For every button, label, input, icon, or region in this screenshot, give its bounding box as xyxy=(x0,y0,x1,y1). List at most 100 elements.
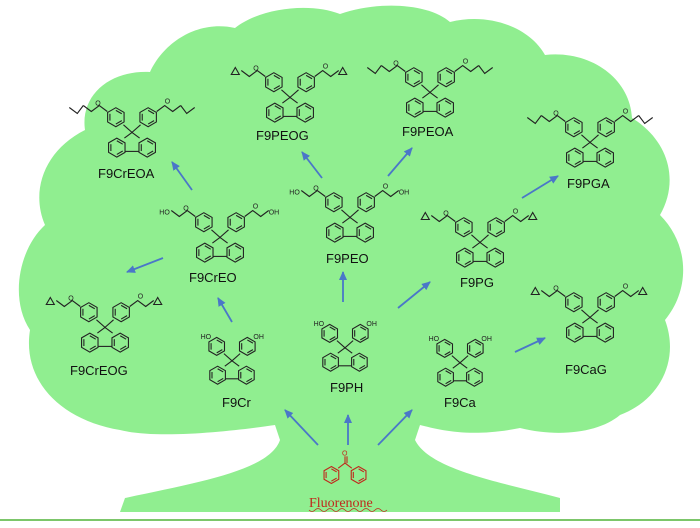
double-bond xyxy=(331,468,337,473)
atom-label: HO xyxy=(159,210,170,217)
atom-label: O xyxy=(95,101,101,108)
atom-label: O xyxy=(463,59,469,66)
bond-line xyxy=(104,319,114,328)
benzene-ring xyxy=(107,107,125,128)
double-bond xyxy=(605,130,613,135)
double-bond xyxy=(147,120,155,125)
double-bond xyxy=(574,160,581,165)
double-bond xyxy=(475,341,482,346)
bond-line xyxy=(123,124,133,133)
chain xyxy=(430,214,456,223)
chain xyxy=(454,64,480,73)
double-bond xyxy=(359,355,366,360)
label-f9peo: F9PEO xyxy=(326,251,369,266)
bond-line xyxy=(281,89,291,98)
atom-label: O xyxy=(393,61,399,68)
double-bond xyxy=(360,326,367,331)
benzene-ring xyxy=(466,338,484,359)
double-bond xyxy=(120,304,128,310)
bond-line xyxy=(429,84,439,93)
benzene-ring xyxy=(350,465,367,485)
bond-line xyxy=(582,316,591,324)
bond-line xyxy=(131,131,140,139)
benzene-ring xyxy=(195,212,213,233)
double-bond xyxy=(464,260,471,265)
bond-line xyxy=(589,316,598,324)
chain xyxy=(300,189,326,198)
benzene-ring xyxy=(108,137,126,158)
atom-label: O xyxy=(68,296,74,303)
double-bond xyxy=(464,250,471,255)
chain xyxy=(170,209,196,218)
chain xyxy=(366,65,382,75)
double-bond xyxy=(605,119,613,125)
double-bond xyxy=(444,110,452,115)
benzene-ring xyxy=(296,102,314,123)
label-f9creo: F9CrEO xyxy=(189,270,237,285)
double-bond xyxy=(147,109,155,115)
arrow-f9creo-to-f9creog xyxy=(126,257,164,273)
bond-line xyxy=(451,355,461,364)
double-bond xyxy=(247,349,254,354)
bond-line xyxy=(589,309,599,318)
double-bond xyxy=(329,326,336,331)
double-bond xyxy=(604,150,612,155)
double-bond xyxy=(445,379,452,385)
benzene-ring xyxy=(356,222,374,243)
chain xyxy=(638,115,654,125)
double-bond xyxy=(365,194,373,200)
benzene-ring xyxy=(455,217,473,238)
double-bond xyxy=(217,368,224,373)
chain xyxy=(156,104,182,113)
bond-line xyxy=(589,141,598,149)
atom-label: O xyxy=(253,204,259,211)
benzene-ring xyxy=(351,323,369,344)
bond-line xyxy=(452,362,461,369)
benzene-ring xyxy=(81,332,99,353)
bond-line xyxy=(289,89,299,98)
epoxide-ring xyxy=(527,211,538,221)
epoxide-ring xyxy=(230,66,241,76)
bond-line xyxy=(231,353,241,362)
chain xyxy=(55,299,81,308)
benzene-ring xyxy=(596,147,614,168)
double-bond xyxy=(445,69,453,75)
atom-label: O xyxy=(553,111,559,118)
bond-line xyxy=(342,216,351,224)
chain xyxy=(180,105,196,115)
double-bond xyxy=(365,205,373,210)
chain xyxy=(380,64,406,73)
label-f9pg: F9PG xyxy=(460,275,494,290)
benzene-ring xyxy=(238,365,255,385)
atom-label: OH xyxy=(269,210,280,217)
benzene-ring xyxy=(466,367,483,387)
double-bond xyxy=(115,109,123,115)
double-bond xyxy=(495,219,503,225)
double-bond xyxy=(474,370,481,375)
benzene-ring xyxy=(209,365,226,385)
benzene-ring xyxy=(565,292,583,313)
chain xyxy=(540,289,566,298)
chain xyxy=(82,104,108,113)
double-bond xyxy=(146,150,154,155)
bond-line xyxy=(349,216,358,224)
benzene-ring xyxy=(325,192,343,213)
bond-line xyxy=(341,209,351,218)
double-bond xyxy=(305,74,313,80)
bond-line xyxy=(219,229,229,238)
label-f9creoa: F9CrEOA xyxy=(98,166,155,181)
tree-crown xyxy=(18,5,684,513)
chain xyxy=(614,289,640,298)
double-bond xyxy=(88,315,96,320)
double-bond xyxy=(495,230,503,235)
bond-line xyxy=(581,134,591,143)
arrow-fluorenone-to-f9cr xyxy=(284,409,319,446)
benzene-ring xyxy=(80,302,98,323)
double-bond xyxy=(331,477,337,482)
